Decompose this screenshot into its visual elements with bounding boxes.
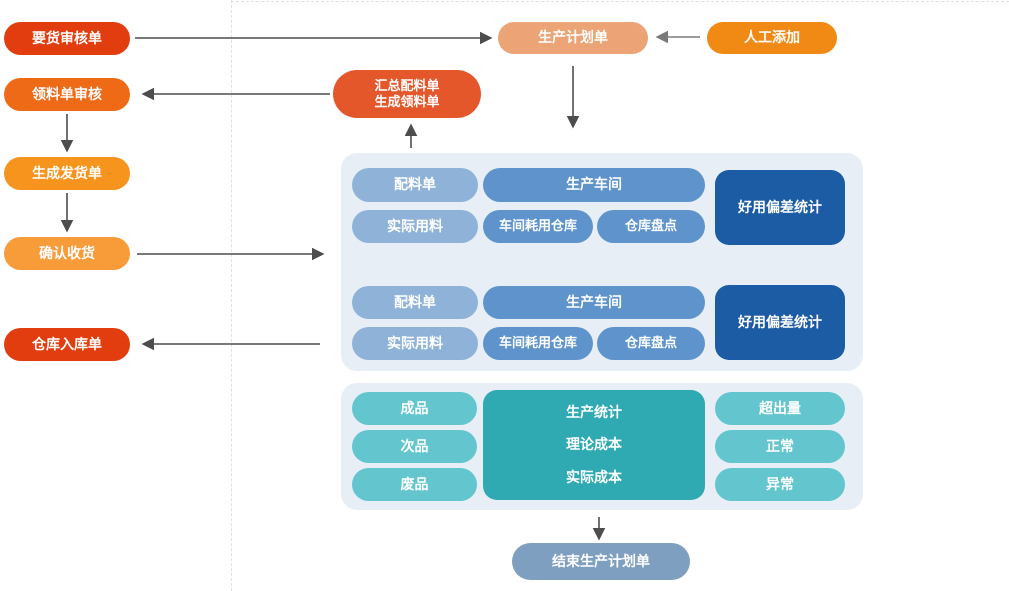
node-stocktake-2[interactable]: 仓库盘点	[597, 327, 705, 360]
node-excess-amount[interactable]: 超出量	[715, 392, 845, 425]
node-stocktake-1[interactable]: 仓库盘点	[597, 210, 705, 243]
dashed-horizontal-divider	[231, 1, 1009, 2]
node-summary-picking[interactable]: 汇总配料单 生成领料单	[333, 70, 481, 118]
node-production-stats-block[interactable]: 生产统计 理论成本 实际成本	[483, 390, 705, 500]
node-workshop-2[interactable]: 生产车间	[483, 286, 705, 319]
node-workshop-warehouse-2[interactable]: 车间耗用仓库	[483, 327, 593, 360]
node-confirm-receipt[interactable]: 确认收货	[4, 237, 130, 270]
node-actual-usage-2[interactable]: 实际用料	[352, 327, 478, 360]
node-production-plan[interactable]: 生产计划单	[498, 22, 648, 54]
node-bom-2[interactable]: 配料单	[352, 286, 478, 319]
node-normal[interactable]: 正常	[715, 430, 845, 463]
node-actual-usage-1[interactable]: 实际用料	[352, 210, 478, 243]
stats-line-theoretical-cost: 理论成本	[566, 436, 622, 453]
node-finished-goods[interactable]: 成品	[352, 392, 477, 425]
stats-line-production: 生产统计	[566, 403, 622, 420]
node-warehouse-inbound[interactable]: 仓库入库单	[4, 328, 130, 361]
summary-line-2: 生成领料单	[374, 94, 440, 109]
node-workshop-1[interactable]: 生产车间	[483, 168, 705, 202]
node-create-delivery[interactable]: 生成发货单	[4, 157, 130, 190]
node-abnormal[interactable]: 异常	[715, 468, 845, 501]
node-deviation-stats-2[interactable]: 好用偏差统计	[715, 285, 845, 360]
node-deviation-stats-1[interactable]: 好用偏差统计	[715, 170, 845, 245]
node-scrap-goods[interactable]: 废品	[352, 468, 477, 501]
dashed-vertical-divider	[231, 0, 232, 591]
stats-line-actual-cost: 实际成本	[566, 468, 622, 485]
node-picking-audit[interactable]: 领料单审核	[4, 78, 130, 111]
node-manual-add[interactable]: 人工添加	[707, 22, 837, 54]
node-bom-1[interactable]: 配料单	[352, 168, 478, 202]
node-workshop-warehouse-1[interactable]: 车间耗用仓库	[483, 210, 593, 243]
summary-line-1: 汇总配料单	[374, 77, 440, 93]
node-defective-goods[interactable]: 次品	[352, 430, 477, 463]
node-end-production-plan[interactable]: 结束生产计划单	[512, 543, 690, 580]
node-demand-audit[interactable]: 要货审核单	[4, 22, 130, 55]
